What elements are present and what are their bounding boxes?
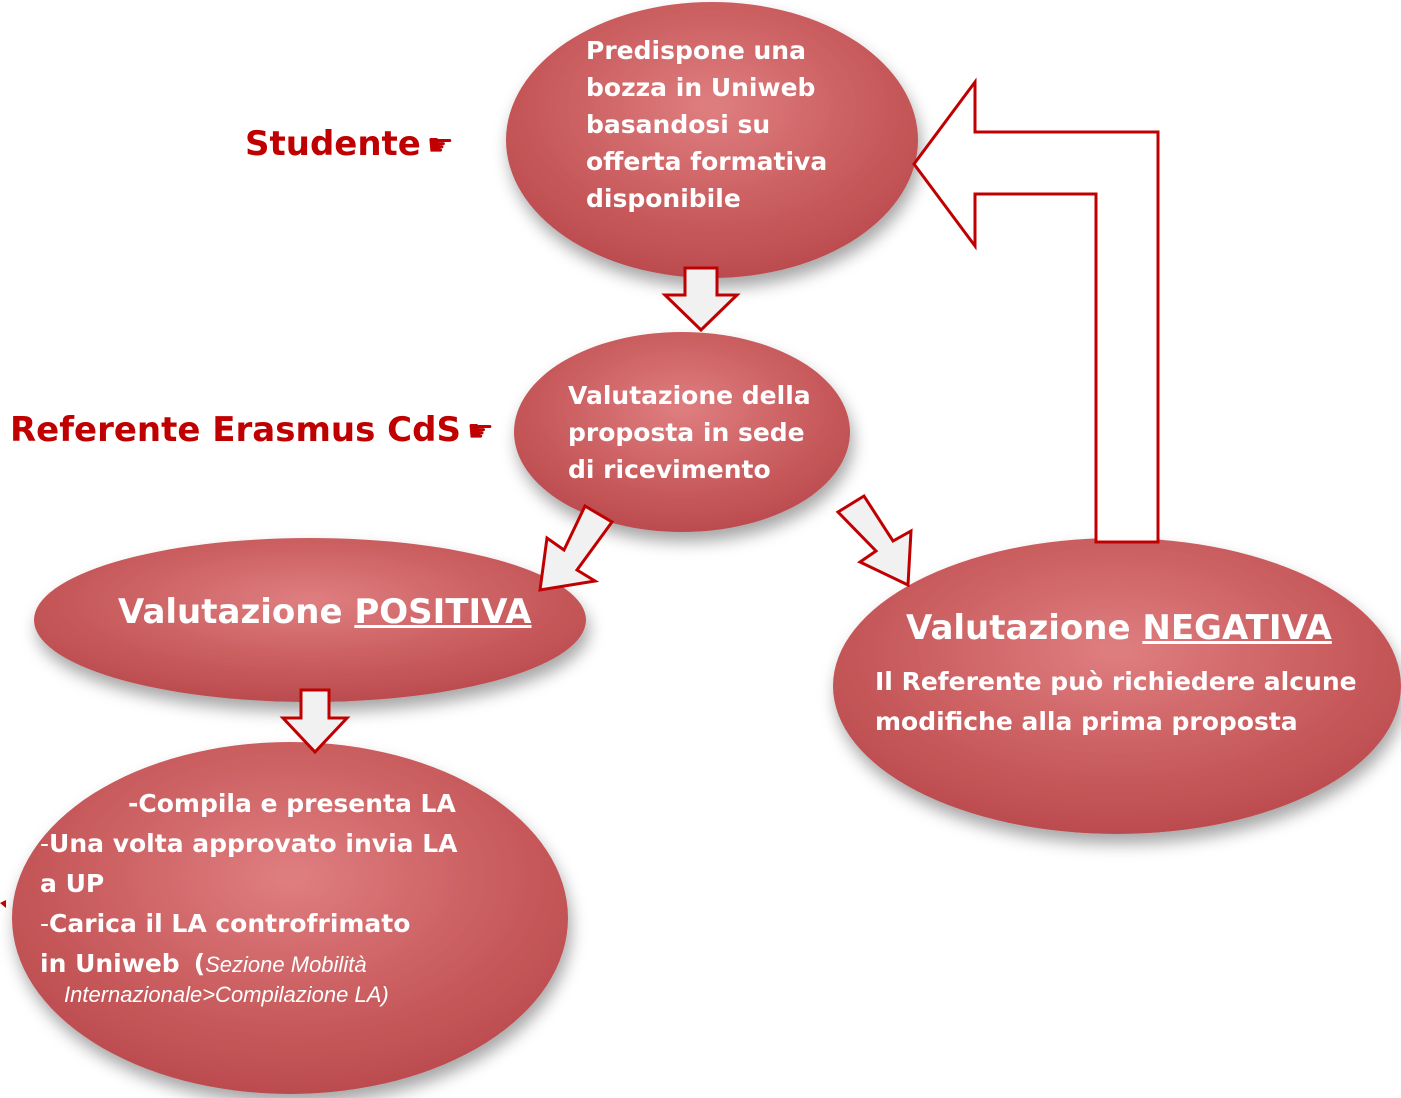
la-line: Carica il LA controfrimato [49,909,411,938]
positive-prefix: Valutazione [118,592,355,632]
pointer-icon-partial [0,900,6,908]
draft-line: disponibile [586,184,741,213]
positive-node-text: Valutazione POSITIVA [118,590,531,634]
positive-node [34,538,586,702]
negative-prefix: Valutazione [906,608,1143,648]
la-dash: - [40,829,50,858]
negative-node-title: Valutazione NEGATIVA [906,606,1332,650]
draft-line: basandosi su [586,110,771,139]
la-node [12,742,568,1094]
la-italic-note: Sezione Mobilità [205,952,367,977]
la-node-text: -Compila e presenta LA -Una volta approv… [40,784,458,985]
positive-keyword: POSITIVA [354,592,532,632]
evaluation-node-text: Valutazione della proposta in sede di ri… [568,377,811,488]
draft-line: bozza in Uniweb [586,73,816,102]
arrow-return [912,77,1160,544]
negative-detail-line: modifiche alla prima proposta [875,707,1298,736]
evaluation-node [514,332,850,532]
arrow-to-positive [538,503,615,592]
la-line: a UP [40,869,105,898]
la-line: Una volta approvato invia LA [49,829,458,858]
arrow-down-2 [279,688,351,755]
negative-node-detail: Il Referente può richiedere alcune modif… [875,662,1357,742]
la-line: in Uniweb [40,949,180,978]
pointer-icon: ☛ [426,128,454,163]
negative-detail-line: Il Referente può richiedere alcune [875,667,1357,696]
evaluation-line: Valutazione della [568,381,811,410]
la-dash: - [40,909,50,938]
evaluation-line: di ricevimento [568,455,771,484]
role-referente: Referente Erasmus CdS☛ [10,410,494,450]
la-italic-note: Internazionale>Compilazione LA) [64,982,389,1007]
la-paren: ( [193,949,206,978]
role-studente: Studente☛ [245,124,454,164]
draft-node [506,2,918,278]
arrow-down-1 [661,266,741,333]
evaluation-line: proposta in sede [568,418,805,447]
draft-node-text: Predispone una bozza in Uniweb basandosi… [586,32,827,217]
draft-line: Predispone una [586,36,806,65]
pointer-icon: ☛ [466,414,494,449]
la-node-note: Internazionale>Compilazione LA) [64,980,389,1011]
draft-line: offerta formativa [586,147,828,176]
negative-node [833,538,1401,834]
la-line: -Compila e presenta LA [128,789,456,818]
role-referente-label: Referente Erasmus CdS [10,410,461,450]
arrow-to-negative [835,493,913,588]
role-studente-label: Studente [245,124,421,164]
negative-keyword: NEGATIVA [1142,608,1332,648]
